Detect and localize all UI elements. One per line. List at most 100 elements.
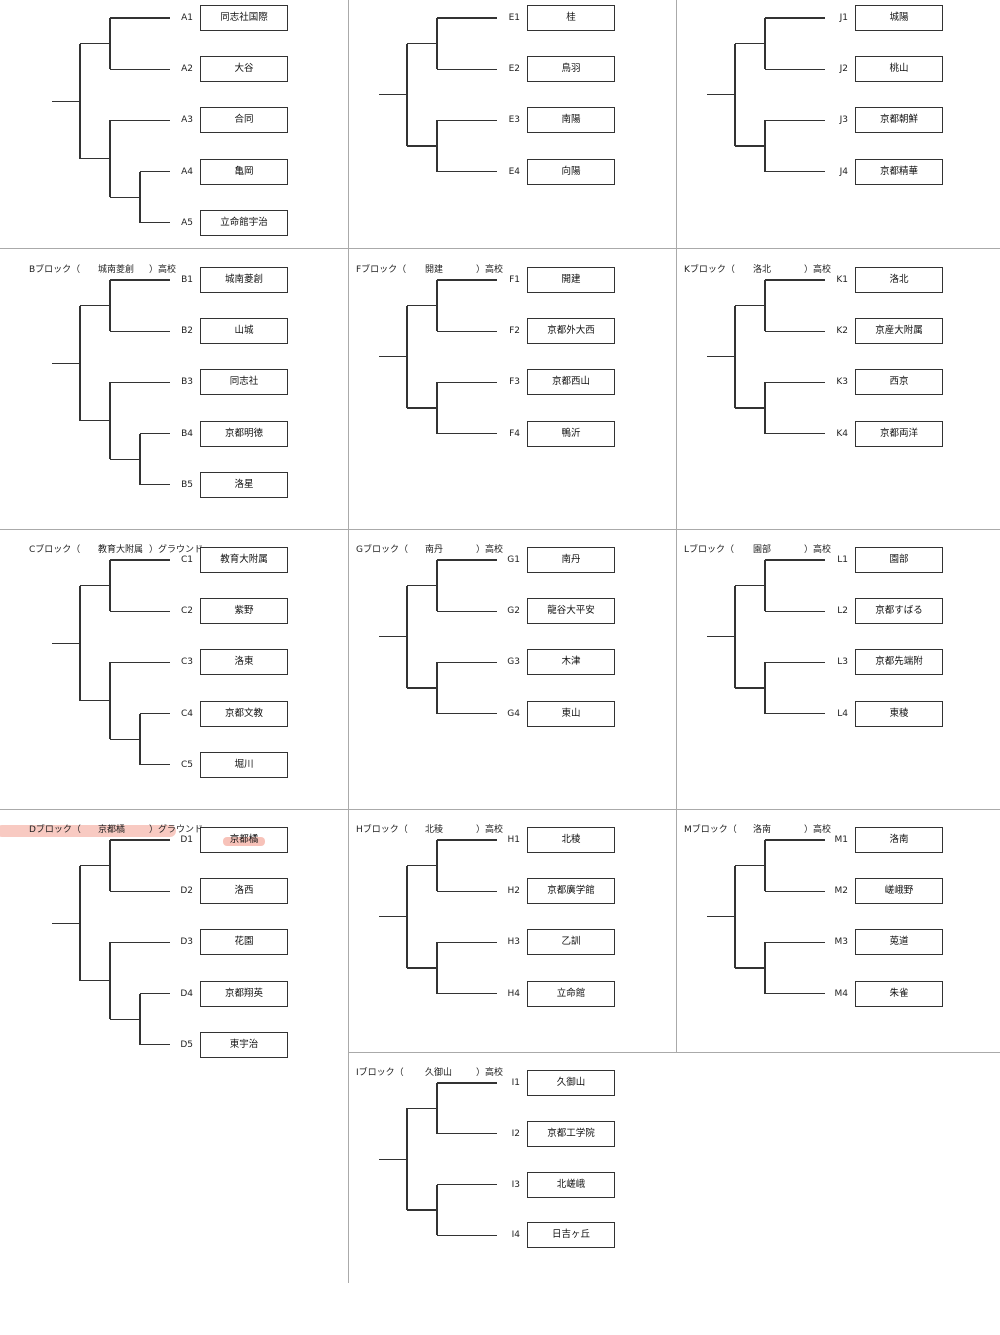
team-name: 京都朝鮮 xyxy=(879,114,918,126)
block-label: Hブロック（ xyxy=(356,825,408,835)
team-name: 城南菱創 xyxy=(224,274,263,285)
team-box[interactable]: 洛北 xyxy=(855,267,943,293)
block-header: Bブロック（城南菱創）高校 xyxy=(8,262,308,278)
team-box[interactable]: 久御山 xyxy=(527,1070,615,1096)
team-name: 鳥羽 xyxy=(561,63,581,75)
team-box[interactable]: 洛西 xyxy=(200,878,288,905)
bracket-line xyxy=(140,993,170,995)
team-box[interactable]: 堀川 xyxy=(200,751,288,778)
team-box[interactable]: 開建 xyxy=(527,267,615,293)
team-box[interactable]: 洛南 xyxy=(855,827,943,853)
bracket-line xyxy=(765,433,825,435)
bracket-line xyxy=(735,967,765,969)
team-box[interactable]: 洛星 xyxy=(200,471,288,498)
slot-label: K2 xyxy=(836,326,848,337)
team-name: 立命館宇治 xyxy=(220,216,268,228)
team-box[interactable]: 城南菱創 xyxy=(200,267,288,293)
team-box[interactable]: 城陽 xyxy=(855,5,943,31)
block-label: Fブロック（ xyxy=(356,265,407,275)
team-box[interactable]: 同志社国際 xyxy=(200,5,288,31)
team-box[interactable]: 京都すばる xyxy=(855,598,943,625)
team-box[interactable]: 亀岡 xyxy=(200,158,288,185)
team-box[interactable]: 同志社 xyxy=(200,369,288,396)
team-name: 堀川 xyxy=(234,758,254,770)
bracket-line xyxy=(110,941,170,943)
team-box[interactable]: 京都先端附 xyxy=(855,649,943,676)
team-box[interactable]: 龍谷大平安 xyxy=(527,598,615,625)
team-box[interactable]: 鳥羽 xyxy=(527,56,615,83)
team-box[interactable]: 木津 xyxy=(527,649,615,676)
bracket-line xyxy=(437,330,497,332)
bracket-line xyxy=(80,158,110,160)
team-box[interactable]: 嵯峨野 xyxy=(855,878,943,905)
bracket-line xyxy=(437,661,497,663)
team-box[interactable]: 京都西山 xyxy=(527,369,615,396)
team-box[interactable]: 立命館宇治 xyxy=(200,209,288,236)
slot-label: H4 xyxy=(507,988,521,999)
row-divider xyxy=(0,529,1000,531)
team-box[interactable]: 東稜 xyxy=(855,700,943,727)
team-box[interactable]: 日吉ヶ丘 xyxy=(527,1222,615,1249)
team-box[interactable]: 京都工学院 xyxy=(527,1120,615,1147)
bracket-line xyxy=(407,145,437,147)
slot-label: G3 xyxy=(507,657,520,668)
team-name: 久御山 xyxy=(556,1077,586,1088)
team-box[interactable]: 京都精華 xyxy=(855,158,943,185)
team-box[interactable]: 立命館 xyxy=(527,980,615,1007)
team-name: 亀岡 xyxy=(234,165,254,177)
slot-label: L2 xyxy=(837,606,848,617)
team-box[interactable]: 向陽 xyxy=(527,158,615,185)
team-box[interactable]: 東宇治 xyxy=(200,1031,288,1058)
team-box[interactable]: 大谷 xyxy=(200,56,288,83)
team-name: 北嵯峨 xyxy=(556,1178,586,1190)
bracket-line xyxy=(140,171,170,173)
venue-suffix: ）高校 xyxy=(804,545,832,555)
team-box[interactable]: 京都両洋 xyxy=(855,420,943,447)
team-box[interactable]: 京都朝鮮 xyxy=(855,107,943,134)
team-box[interactable]: 桃山 xyxy=(855,56,943,83)
team-box[interactable]: 園部 xyxy=(855,547,943,573)
team-name: 同志社国際 xyxy=(220,12,268,23)
team-box[interactable]: 花園 xyxy=(200,929,288,956)
venue-suffix: ）高校 xyxy=(149,265,177,275)
block-header: Kブロック（洛北）高校 xyxy=(663,262,963,278)
team-name: 京都外大西 xyxy=(547,325,595,337)
slot-label: J1 xyxy=(839,13,848,23)
venue-name: 久御山 xyxy=(425,1068,453,1078)
team-box[interactable]: 桂 xyxy=(527,5,615,31)
team-box[interactable]: 洛東 xyxy=(200,649,288,676)
team-box[interactable]: 合同 xyxy=(200,107,288,134)
team-box[interactable]: 朱雀 xyxy=(855,980,943,1007)
team-box[interactable]: 京産大附属 xyxy=(855,318,943,345)
team-name: 洛東 xyxy=(234,656,254,668)
highlight-marker xyxy=(0,825,176,837)
team-box[interactable]: 東山 xyxy=(527,700,615,727)
block-header: Dブロック（京都橘）グラウンド xyxy=(0,822,308,838)
team-box[interactable]: 南陽 xyxy=(527,107,615,134)
bracket-line xyxy=(140,713,170,715)
team-box[interactable]: 京都翔英 xyxy=(200,980,288,1007)
team-name: 京都すばる xyxy=(875,605,923,617)
team-box[interactable]: 山城 xyxy=(200,318,288,345)
team-box[interactable]: 乙訓 xyxy=(527,929,615,956)
team-box[interactable]: 京都廣学館 xyxy=(527,878,615,905)
team-box[interactable]: 京都外大西 xyxy=(527,318,615,345)
team-box[interactable]: 西京 xyxy=(855,369,943,396)
team-box[interactable]: 鴨沂 xyxy=(527,420,615,447)
team-box[interactable]: 教育大附属 xyxy=(200,547,288,573)
team-box[interactable]: 南丹 xyxy=(527,547,615,573)
team-box[interactable]: 北稜 xyxy=(527,827,615,853)
team-box[interactable]: 莵道 xyxy=(855,929,943,956)
team-name: 京都文教 xyxy=(224,707,263,719)
slot-label: M3 xyxy=(834,937,849,948)
bracket-line xyxy=(707,94,735,96)
team-box[interactable]: 京都橘 xyxy=(200,827,288,853)
team-box[interactable]: 京都明徳 xyxy=(200,420,288,447)
bracket-line xyxy=(407,43,437,45)
team-box[interactable]: 北嵯峨 xyxy=(527,1171,615,1198)
team-box[interactable]: 紫野 xyxy=(200,598,288,625)
team-box[interactable]: 京都文教 xyxy=(200,700,288,727)
